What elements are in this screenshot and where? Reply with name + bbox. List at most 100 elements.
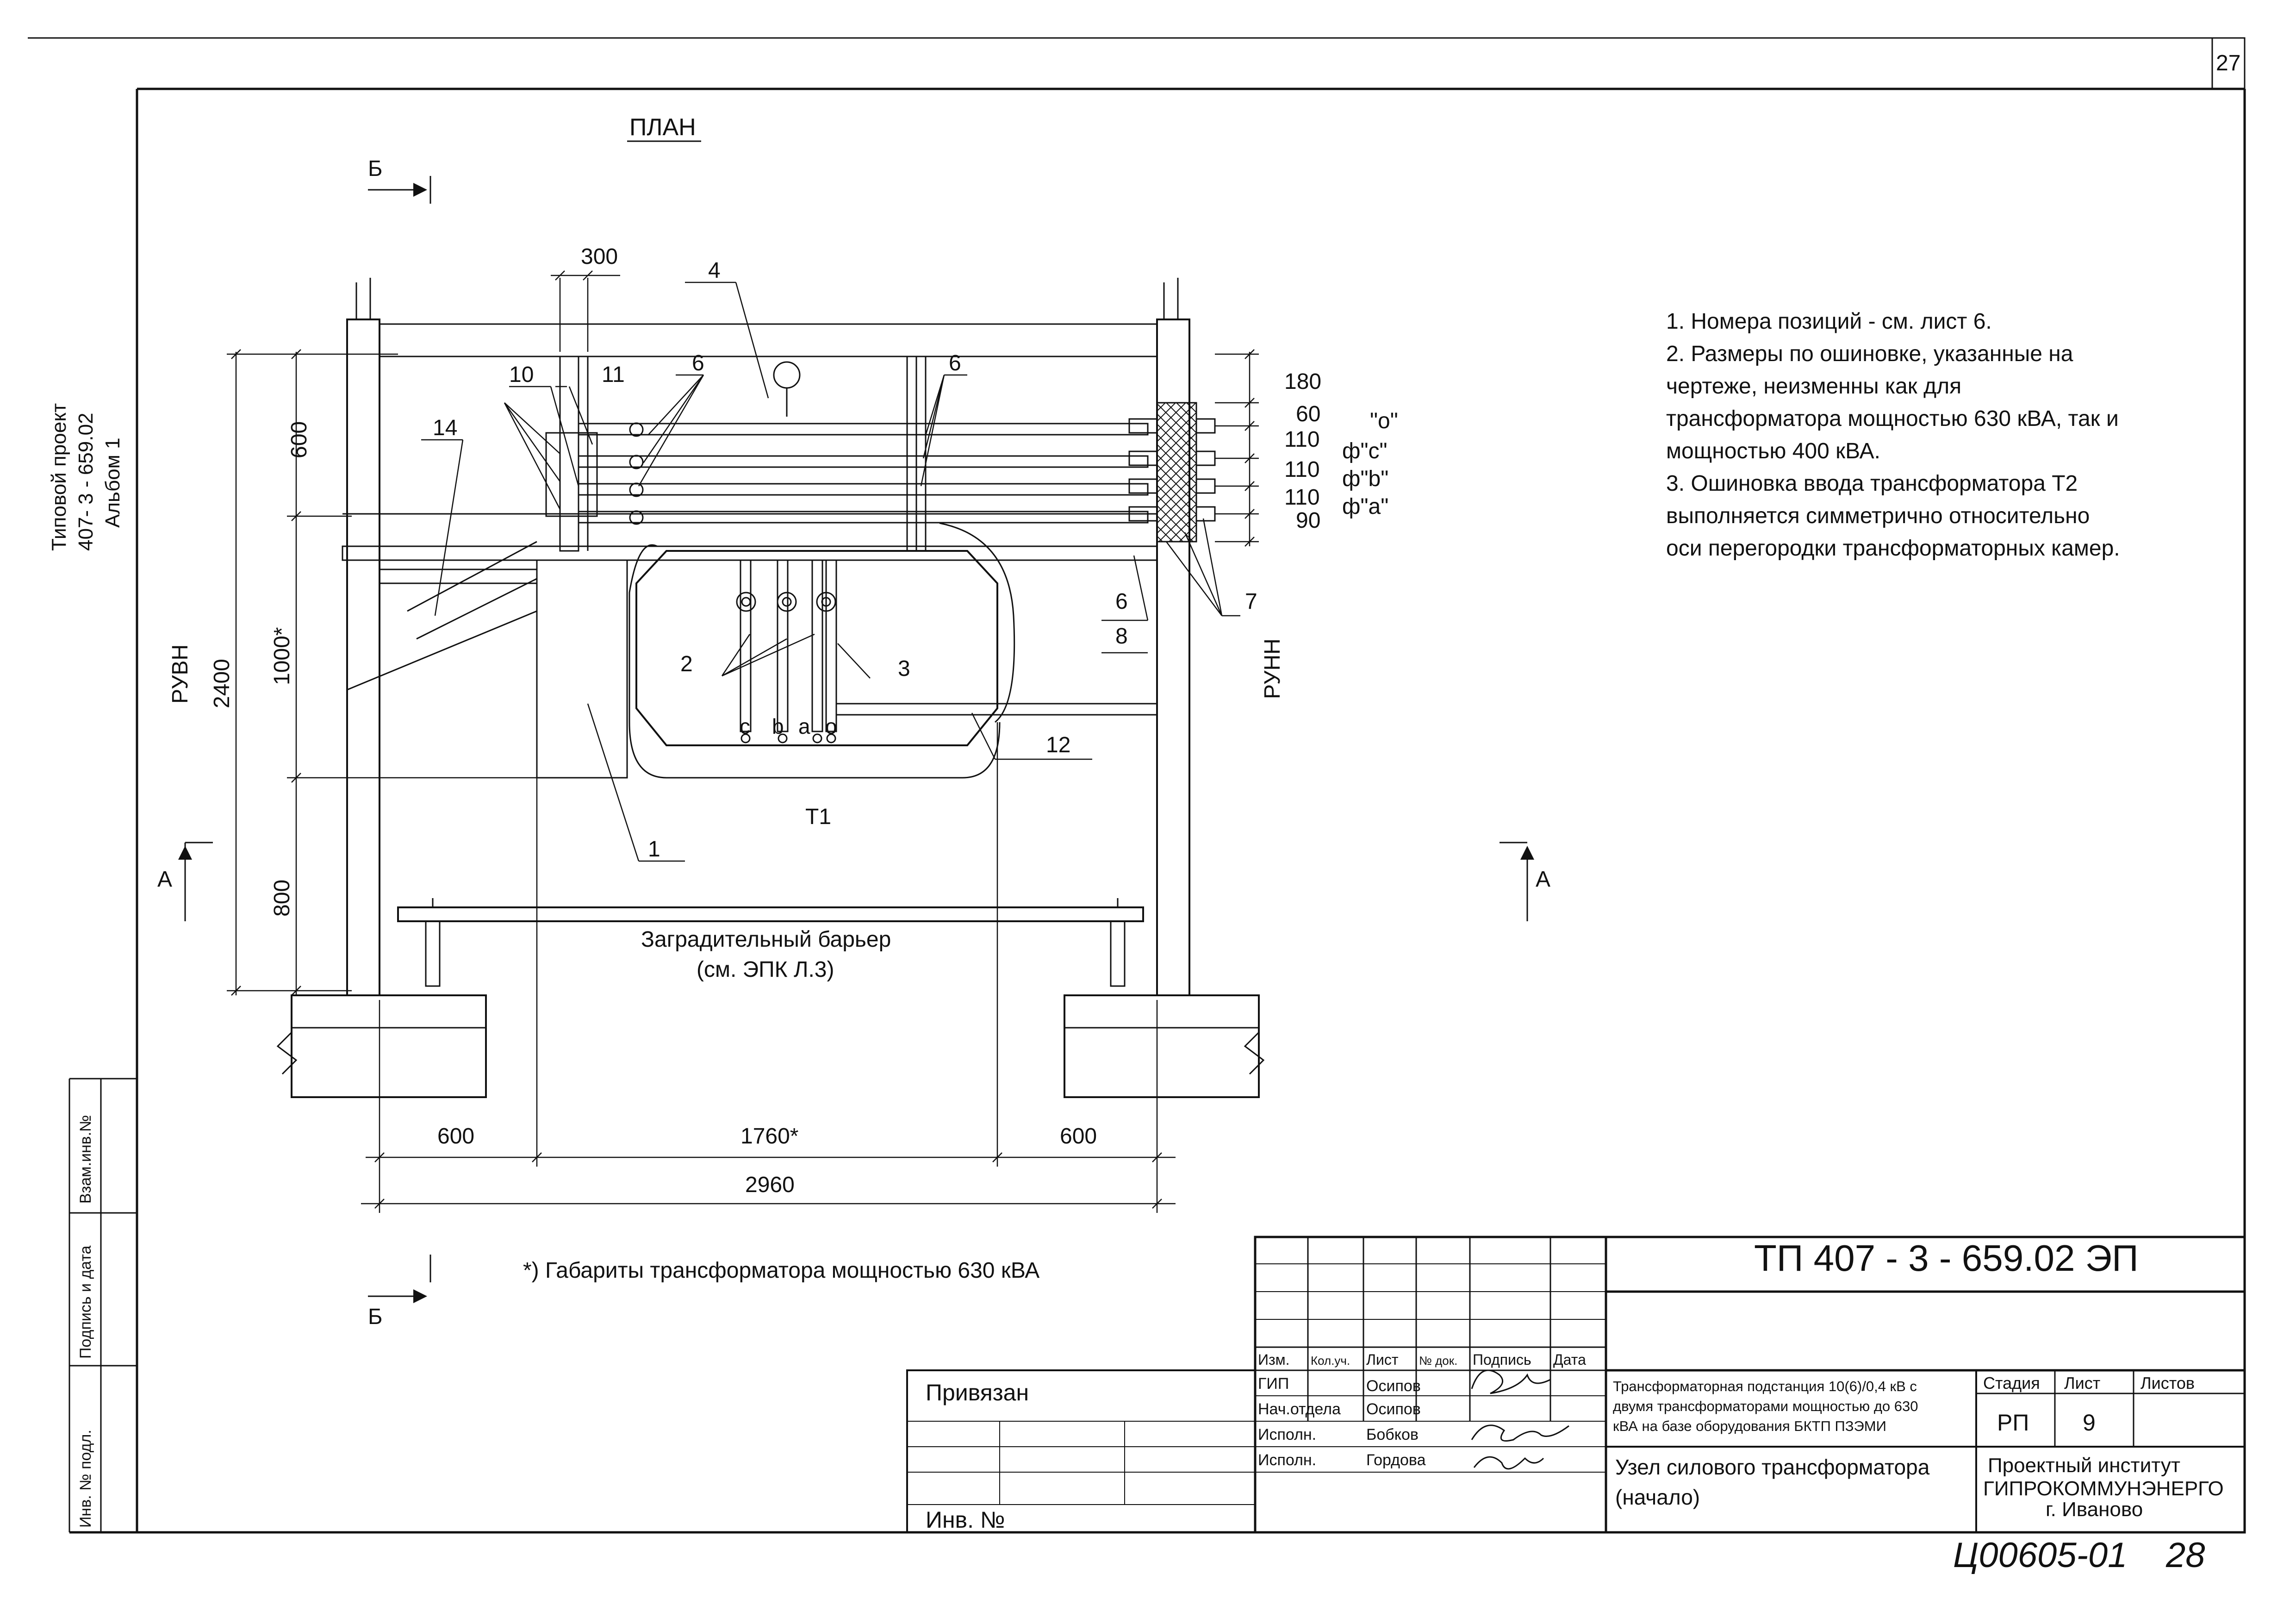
role-3: Исполн.	[1258, 1426, 1316, 1443]
doc-code: ТП 407 - 3 - 659.02 ЭП	[1754, 1237, 2139, 1279]
side-stamp-line2: 407- 3 - 659.02	[75, 413, 97, 551]
phase-c: ф"с"	[1342, 439, 1388, 463]
callout-14: 14	[433, 416, 457, 440]
rnn-label: РУНН	[1260, 638, 1285, 699]
callout-8: 8	[1115, 624, 1128, 649]
callout-2: 2	[680, 652, 693, 676]
inv-label: Инв. №	[926, 1507, 1005, 1533]
callout-4: 4	[708, 258, 721, 283]
role-4: Исполн.	[1258, 1451, 1316, 1469]
notes: 1. Номера позиций - см. лист 6. 2. Разме…	[1666, 309, 2120, 561]
note-line-5: мощностью 400 кВА.	[1666, 439, 1880, 463]
dim-1760: 1760*	[740, 1124, 798, 1149]
stage-value: РП	[1997, 1410, 2029, 1436]
section-markers	[178, 176, 1534, 1303]
note-line-7: выполняется симметрично относительно	[1666, 504, 2090, 528]
dim-110c: 110	[1284, 485, 1320, 510]
section-b-bottom: Б	[368, 1305, 383, 1329]
strip-inv: Инв. № подл.	[77, 1430, 94, 1528]
side-stamp-line3: Альбом 1	[101, 437, 124, 528]
note-line-8: оси перегородки трансформаторных камер.	[1666, 536, 2120, 561]
org-2: ГИПРОКОММУНЭНЕРГО	[1983, 1477, 2224, 1500]
callout-12: 12	[1046, 733, 1070, 757]
name-4: Гордова	[1366, 1451, 1426, 1469]
page-number: 27	[2216, 51, 2240, 75]
plan-labels: ПЛАН Б Б А А РУВН РУНН Т1 Заградительный…	[157, 114, 1550, 1329]
side-stamp: Типовой проект 407- 3 - 659.02 Альбом 1	[48, 403, 124, 551]
project-desc-1: Трансформаторная подстанция 10(6)/0,4 кВ…	[1613, 1378, 1917, 1394]
barrier	[397, 906, 1144, 922]
dim-2960: 2960	[745, 1173, 795, 1197]
busbars	[545, 422, 1149, 525]
sheet-value: 9	[2083, 1410, 2096, 1436]
callout-10: 10	[509, 362, 534, 387]
org-1: Проектный институт	[1988, 1454, 2180, 1477]
terminal-c: c	[740, 714, 750, 738]
barrier-label-2: (см. ЭПК Л.3)	[697, 957, 834, 982]
callout-6a: 6	[692, 351, 704, 375]
hdr-ndok: № док.	[1419, 1354, 1457, 1368]
note-line-6: 3. Ошиновка ввода трансформатора Т2	[1666, 471, 2078, 496]
signatures	[1471, 1369, 1569, 1470]
archive-sheet: 28	[2165, 1536, 2205, 1575]
phase-b: ф"b"	[1342, 467, 1388, 491]
sheet-title-2: (начало)	[1615, 1485, 1700, 1509]
dim-90: 90	[1296, 508, 1320, 533]
sheet-label: Лист	[2064, 1374, 2100, 1393]
name-2: Осипов	[1366, 1400, 1421, 1418]
left-strip-labels: Взам.инв.№ Подпись и дата Инв. № подл.	[77, 1115, 94, 1528]
role-2: Нач.отдела	[1258, 1400, 1341, 1418]
dim-1000: 1000*	[270, 627, 294, 685]
dim-2400: 2400	[210, 659, 234, 708]
dim-600-top: 600	[287, 421, 311, 458]
name-1: Осипов	[1366, 1377, 1421, 1395]
dim-110b: 110	[1284, 457, 1320, 482]
footnote: *) Габариты трансформатора мощностью 630…	[523, 1258, 1039, 1283]
note-line-4: трансформатора мощностью 630 кВА, так и	[1666, 406, 2119, 431]
sheet-frame	[28, 37, 2246, 1534]
archive-number: Ц00605-01	[1953, 1536, 2127, 1575]
note-line-1: 1. Номера позиций - см. лист 6.	[1666, 309, 1992, 334]
title-block-text: ТП 407 - 3 - 659.02 ЭП Изм. Кол.уч. Лист…	[926, 1237, 2224, 1533]
hdr-izm: Изм.	[1258, 1351, 1290, 1368]
leader-lines	[421, 281, 1240, 862]
privyazan: Привязан	[926, 1380, 1029, 1405]
title-block	[906, 1236, 2246, 1534]
hdr-list: Лист	[1366, 1351, 1399, 1368]
note-line-3: чертеже, неизменны как для	[1666, 374, 1961, 399]
rvn-cabinet	[536, 559, 628, 779]
sheet-title-1: Узел силового трансформатора	[1615, 1455, 1930, 1479]
role-1: ГИП	[1258, 1375, 1289, 1393]
section-a-left: А	[157, 867, 172, 892]
plan-title: ПЛАН	[629, 114, 696, 141]
terminal-a: a	[798, 714, 810, 738]
dimension-lines	[227, 270, 1259, 1213]
dim-600-right: 600	[1060, 1124, 1097, 1149]
left-wall	[346, 319, 380, 996]
rvn-label: РУВН	[168, 644, 193, 704]
phase-o: "о"	[1370, 409, 1398, 433]
barrier-label-1: Заградительный барьер	[641, 927, 891, 952]
runn-panel	[1156, 402, 1197, 543]
hdr-podpis: Подпись	[1473, 1351, 1531, 1368]
project-desc-2: двумя трансформаторами мощностью до 630	[1613, 1398, 1918, 1414]
side-stamp-line1: Типовой проект	[48, 403, 70, 551]
phase-a: ф"а"	[1342, 494, 1388, 519]
callout-1: 1	[648, 837, 660, 862]
hdr-data: Дата	[1553, 1351, 1586, 1368]
stage-label: Стадия	[1983, 1374, 2040, 1393]
org-3: г. Иваново	[2046, 1498, 2143, 1521]
dim-300: 300	[581, 244, 618, 269]
section-b-top: Б	[368, 156, 383, 181]
dim-110a: 110	[1284, 427, 1320, 452]
dim-180: 180	[1284, 369, 1321, 394]
transformer-t1	[635, 550, 998, 746]
section-a-right: А	[1536, 867, 1550, 892]
transformer-label: Т1	[805, 805, 831, 829]
strip-podpis: Подпись и дата	[77, 1245, 94, 1359]
terminal-o: o	[825, 714, 837, 738]
project-desc-3: кВА на базе оборудования БКТП ПЗЭМИ	[1613, 1418, 1886, 1434]
callout-11: 11	[602, 362, 625, 387]
dim-800: 800	[270, 880, 294, 917]
left-strip	[68, 1078, 137, 1532]
